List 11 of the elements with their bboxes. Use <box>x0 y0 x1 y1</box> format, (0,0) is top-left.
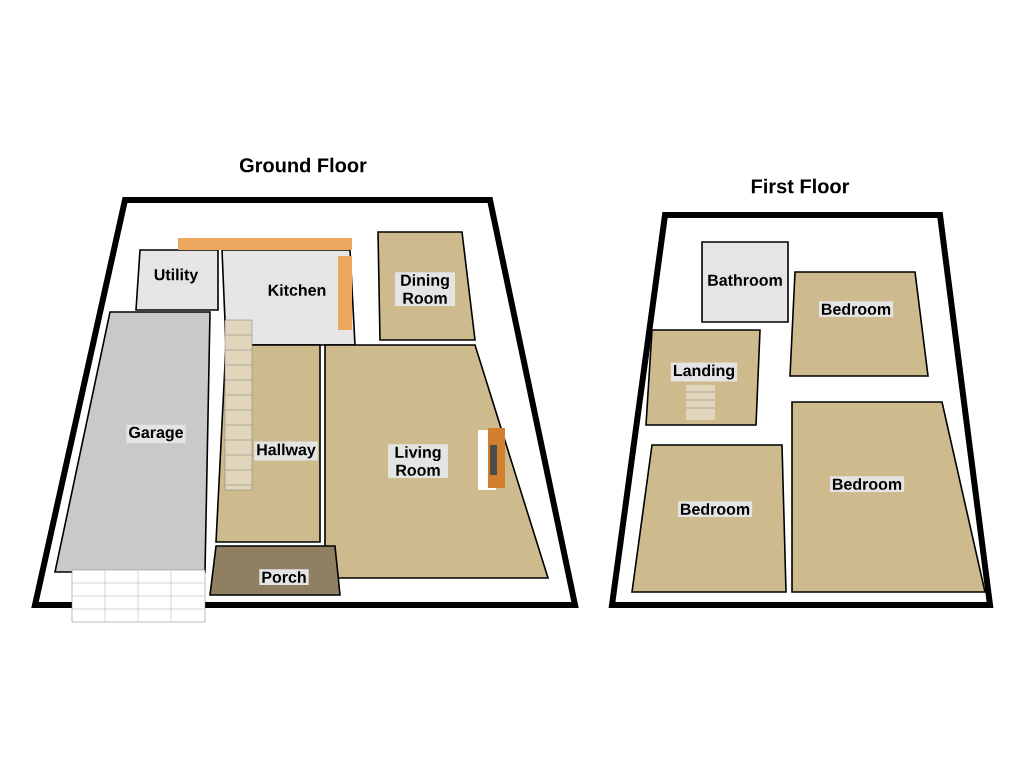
room: Bathroom <box>701 241 789 323</box>
node-label: First Floor <box>751 178 850 194</box>
room: Dining Room <box>377 231 476 341</box>
room: Bedroom <box>789 271 929 377</box>
room: Bedroom <box>791 401 986 593</box>
room: Bedroom <box>631 444 787 593</box>
room: Living Room <box>324 344 550 579</box>
room: Porch <box>209 545 341 596</box>
node-label: Ground Floor <box>239 157 367 173</box>
room: Utility <box>135 249 219 311</box>
room: Garage <box>54 311 211 573</box>
